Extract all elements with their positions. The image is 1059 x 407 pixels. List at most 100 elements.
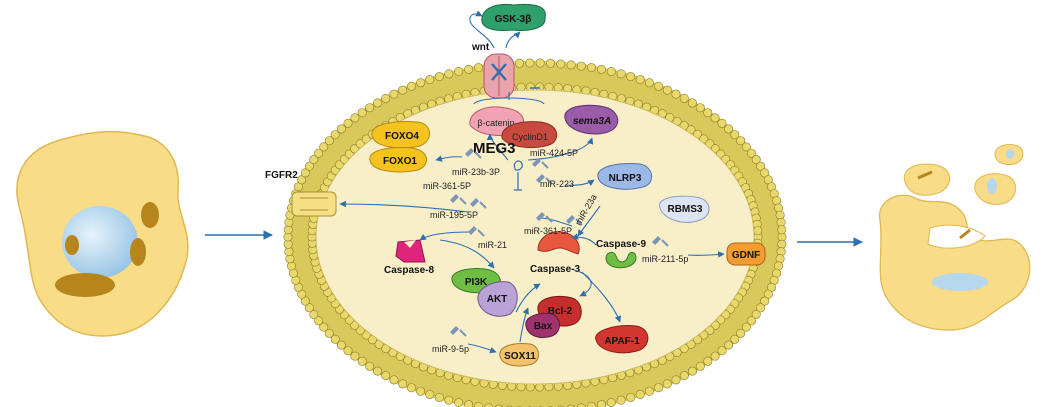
foxo1-label: FOXO1 [383,156,417,167]
membrane-bead [365,103,375,113]
caspase3-node [537,231,580,255]
membrane-bead [525,58,535,68]
gdnf-label: GDNF [732,250,760,261]
membrane-bead [626,392,636,402]
fragmented-nucleus [932,273,988,291]
membrane-bead [717,346,727,356]
membrane-bead [324,328,334,338]
beta-catenin-label: β-catenin [477,118,514,128]
block-cross-icon [491,63,507,81]
membrane-bead [357,356,367,366]
membrane-bead [464,64,474,74]
membrane-bead [746,316,756,326]
rbms3-label: RBMS3 [667,204,702,215]
membrane-bead [373,366,383,376]
membrane-bead [695,361,705,371]
mirna-icon [536,174,553,185]
membrane-bead [576,403,586,407]
mirna-icon [652,236,669,247]
mirna-label-223: miR-223 [540,179,574,189]
membrane-bead [434,72,444,82]
caspase8-label: Caspase-8 [384,265,434,276]
membrane-bead [350,113,360,123]
membrane-bead [381,371,391,381]
caspase8-node [395,239,426,263]
mirna-icon [450,326,467,337]
mirna-icon [470,198,487,209]
mirna-icon [536,212,553,223]
membrane-bead [389,375,399,385]
nlrp3-node: NLRP3 [597,163,653,190]
membrane-bead [616,395,626,405]
membrane-bead [304,161,314,171]
membrane-bead [330,334,340,344]
bax-label: Bax [534,321,553,332]
membrane-bead [314,316,324,326]
membrane-bead [425,75,435,85]
membrane-bead [616,69,626,79]
membrane-bead [635,389,645,399]
apaf1-label: APAF-1 [604,336,640,347]
membrane-bead [464,400,474,407]
membrane-bead [304,303,314,313]
membrane-bead [687,98,697,108]
mirna-label-361b: miR-361-5P [524,226,572,236]
membrane-bead [606,67,616,77]
membrane-bead [653,81,663,91]
membrane-bead [336,340,346,350]
mirna-label-424: miR-424-5P [530,148,578,158]
membrane-bead [717,118,727,128]
membrane-bead [343,346,353,356]
mirna-icon [566,215,583,226]
membrane-bead [703,356,713,366]
membrane-bead [751,309,761,319]
pi3k-label: PI3K [465,277,488,288]
rbms3-node: RBMS3 [659,195,710,223]
membrane-bead [314,148,324,158]
membrane-bead [710,113,720,123]
membrane-bead [751,155,761,165]
bax-node: Bax [525,313,560,339]
membrane-bead [474,401,484,407]
gsk3b-label: GSK-3β [495,14,532,25]
akt-node: AKT [477,281,518,317]
sema3a-label: sema3A [573,116,611,127]
foxo4-node: FOXO4 [371,121,430,149]
fgfr2-label: FGFR2 [265,170,298,181]
membrane-bead [566,60,576,70]
membrane-bead [626,72,636,82]
caspase9-label: Caspase-9 [596,239,646,250]
caspase9-node [605,251,637,269]
membrane-bead [710,351,720,361]
membrane-bead [644,386,654,396]
membrane-bead [567,404,576,407]
membrane-bead [350,144,360,154]
mirna-icon [468,226,485,237]
caspase3-label: Caspase-3 [530,264,580,275]
membrane-bead [556,59,566,69]
membrane-bead [373,98,383,108]
membrane-bead [679,371,689,381]
membrane-bead [710,320,720,330]
sox11-label: SOX11 [504,351,536,362]
membrane-bead [703,108,713,118]
membrane-bead [398,85,408,95]
membrane-bead [586,63,596,73]
membrane-bead [756,303,766,313]
nucleus [62,206,138,278]
membrane-bead [695,103,705,113]
cyclind1-node: CyclinD1 [501,121,558,148]
membrane-bead [444,69,454,79]
mirna-icon [465,148,482,159]
membrane-bead [653,383,663,393]
membrane-bead [324,136,334,146]
meg3-lncrna [513,160,523,191]
mirna-label-195: miR-195-5P [430,210,478,220]
membrane-bead [494,404,503,407]
membrane-bead [777,225,787,235]
membrane-bead [319,142,329,152]
membrane-bead [753,226,763,236]
membrane-bead [687,366,697,376]
mirna-label-361a: miR-361-5P [423,181,471,191]
